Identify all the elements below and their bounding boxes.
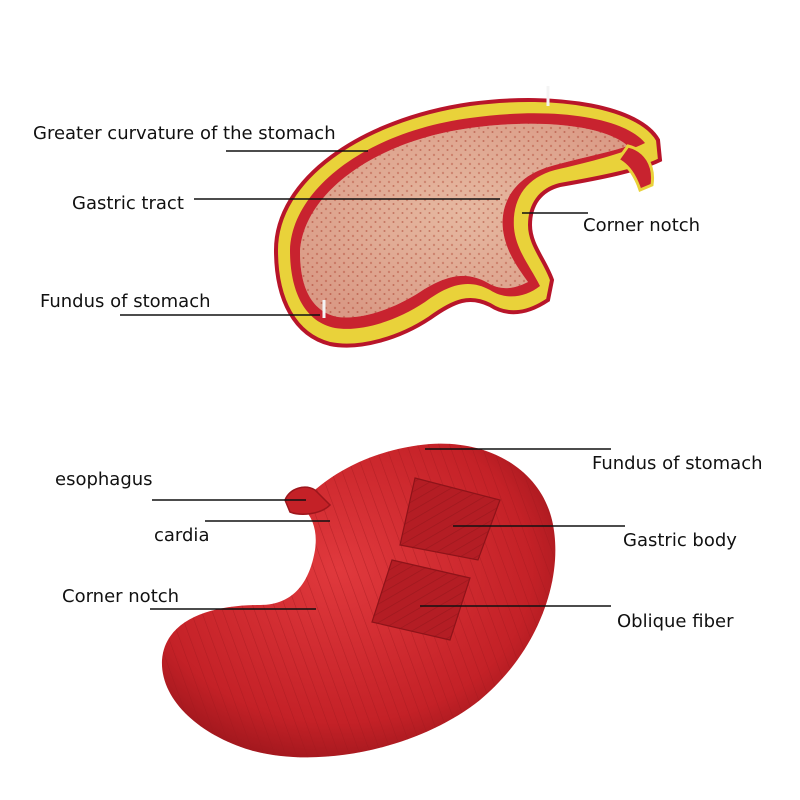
bottom-esophagus-stub (284, 486, 332, 515)
top-stomach-section (273, 86, 663, 348)
top-mucosa-shading (300, 123, 628, 318)
label-cardia: cardia (154, 525, 210, 546)
label-oblique-fiber: Oblique fiber (617, 611, 734, 632)
top-duodenal-flap (615, 144, 655, 193)
label-corner-notch-top: Corner notch (583, 215, 701, 236)
bottom-oblique-fibers-upper (400, 478, 500, 560)
bottom-muscle-fibers (161, 443, 556, 758)
label-fundus-bottom: Fundus of stomach (592, 453, 763, 474)
bottom-oblique-fibers-lower (372, 560, 470, 640)
leader-lines (120, 150, 625, 610)
label-esophagus: esophagus (55, 469, 153, 490)
label-gastric-tract: Gastric tract (72, 193, 184, 214)
label-corner-notch-bottom: Corner notch (62, 586, 180, 607)
bottom-stomach-model (161, 443, 556, 758)
label-fundus-top: Fundus of stomach (40, 291, 211, 312)
label-greater-curvature: Greater curvature of the stomach (33, 123, 336, 144)
label-gastric-body: Gastric body (623, 530, 737, 551)
